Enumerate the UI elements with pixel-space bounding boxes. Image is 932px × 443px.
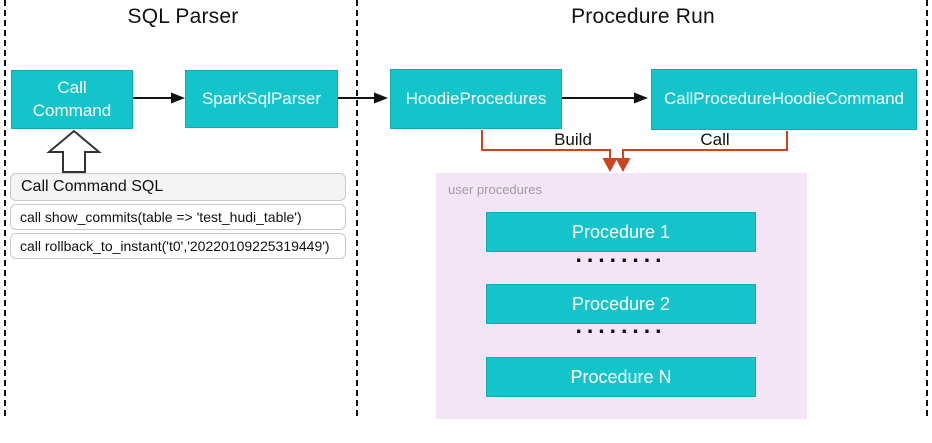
section-title-sql-parser: SQL Parser <box>127 5 239 28</box>
sql-table-header: Call Command SQL <box>10 173 346 201</box>
procedure-box-2: Procedure 2 <box>486 284 756 324</box>
arrow-right-icon <box>562 92 648 104</box>
ellipsis-dots: ........ <box>575 312 667 338</box>
edge-label-call: Call <box>700 130 730 149</box>
user-procedures-label: user procedures <box>448 182 542 197</box>
procedure-box-1: Procedure 1 <box>486 212 756 252</box>
sql-table-row: call show_commits(table => 'test_hudi_ta… <box>10 204 346 230</box>
sql-table: Call Command SQL call show_commits(table… <box>10 173 346 262</box>
divider-right <box>926 0 928 416</box>
node-spark-sql-parser: SparkSqlParser <box>185 70 338 128</box>
divider-left <box>4 0 6 416</box>
user-procedures-panel: user procedures Procedure 1 ........ Pro… <box>436 173 807 419</box>
node-call-command: Call Command <box>11 70 133 129</box>
node-call-procedure-hoodie-command: CallProcedureHoodieCommand <box>651 69 917 130</box>
edge-label-build: Build <box>554 130 592 149</box>
hollow-up-arrow-icon <box>46 129 102 173</box>
sql-table-row: call rollback_to_instant('t0','202201092… <box>10 233 346 259</box>
arrow-right-icon <box>133 92 185 104</box>
arrow-right-icon <box>338 92 388 104</box>
ellipsis-dots: ........ <box>575 241 667 267</box>
section-title-procedure-run: Procedure Run <box>571 5 715 28</box>
node-hoodie-procedures: HoodieProcedures <box>390 69 562 129</box>
procedure-box-n: Procedure N <box>486 357 756 397</box>
divider-middle <box>356 0 358 416</box>
